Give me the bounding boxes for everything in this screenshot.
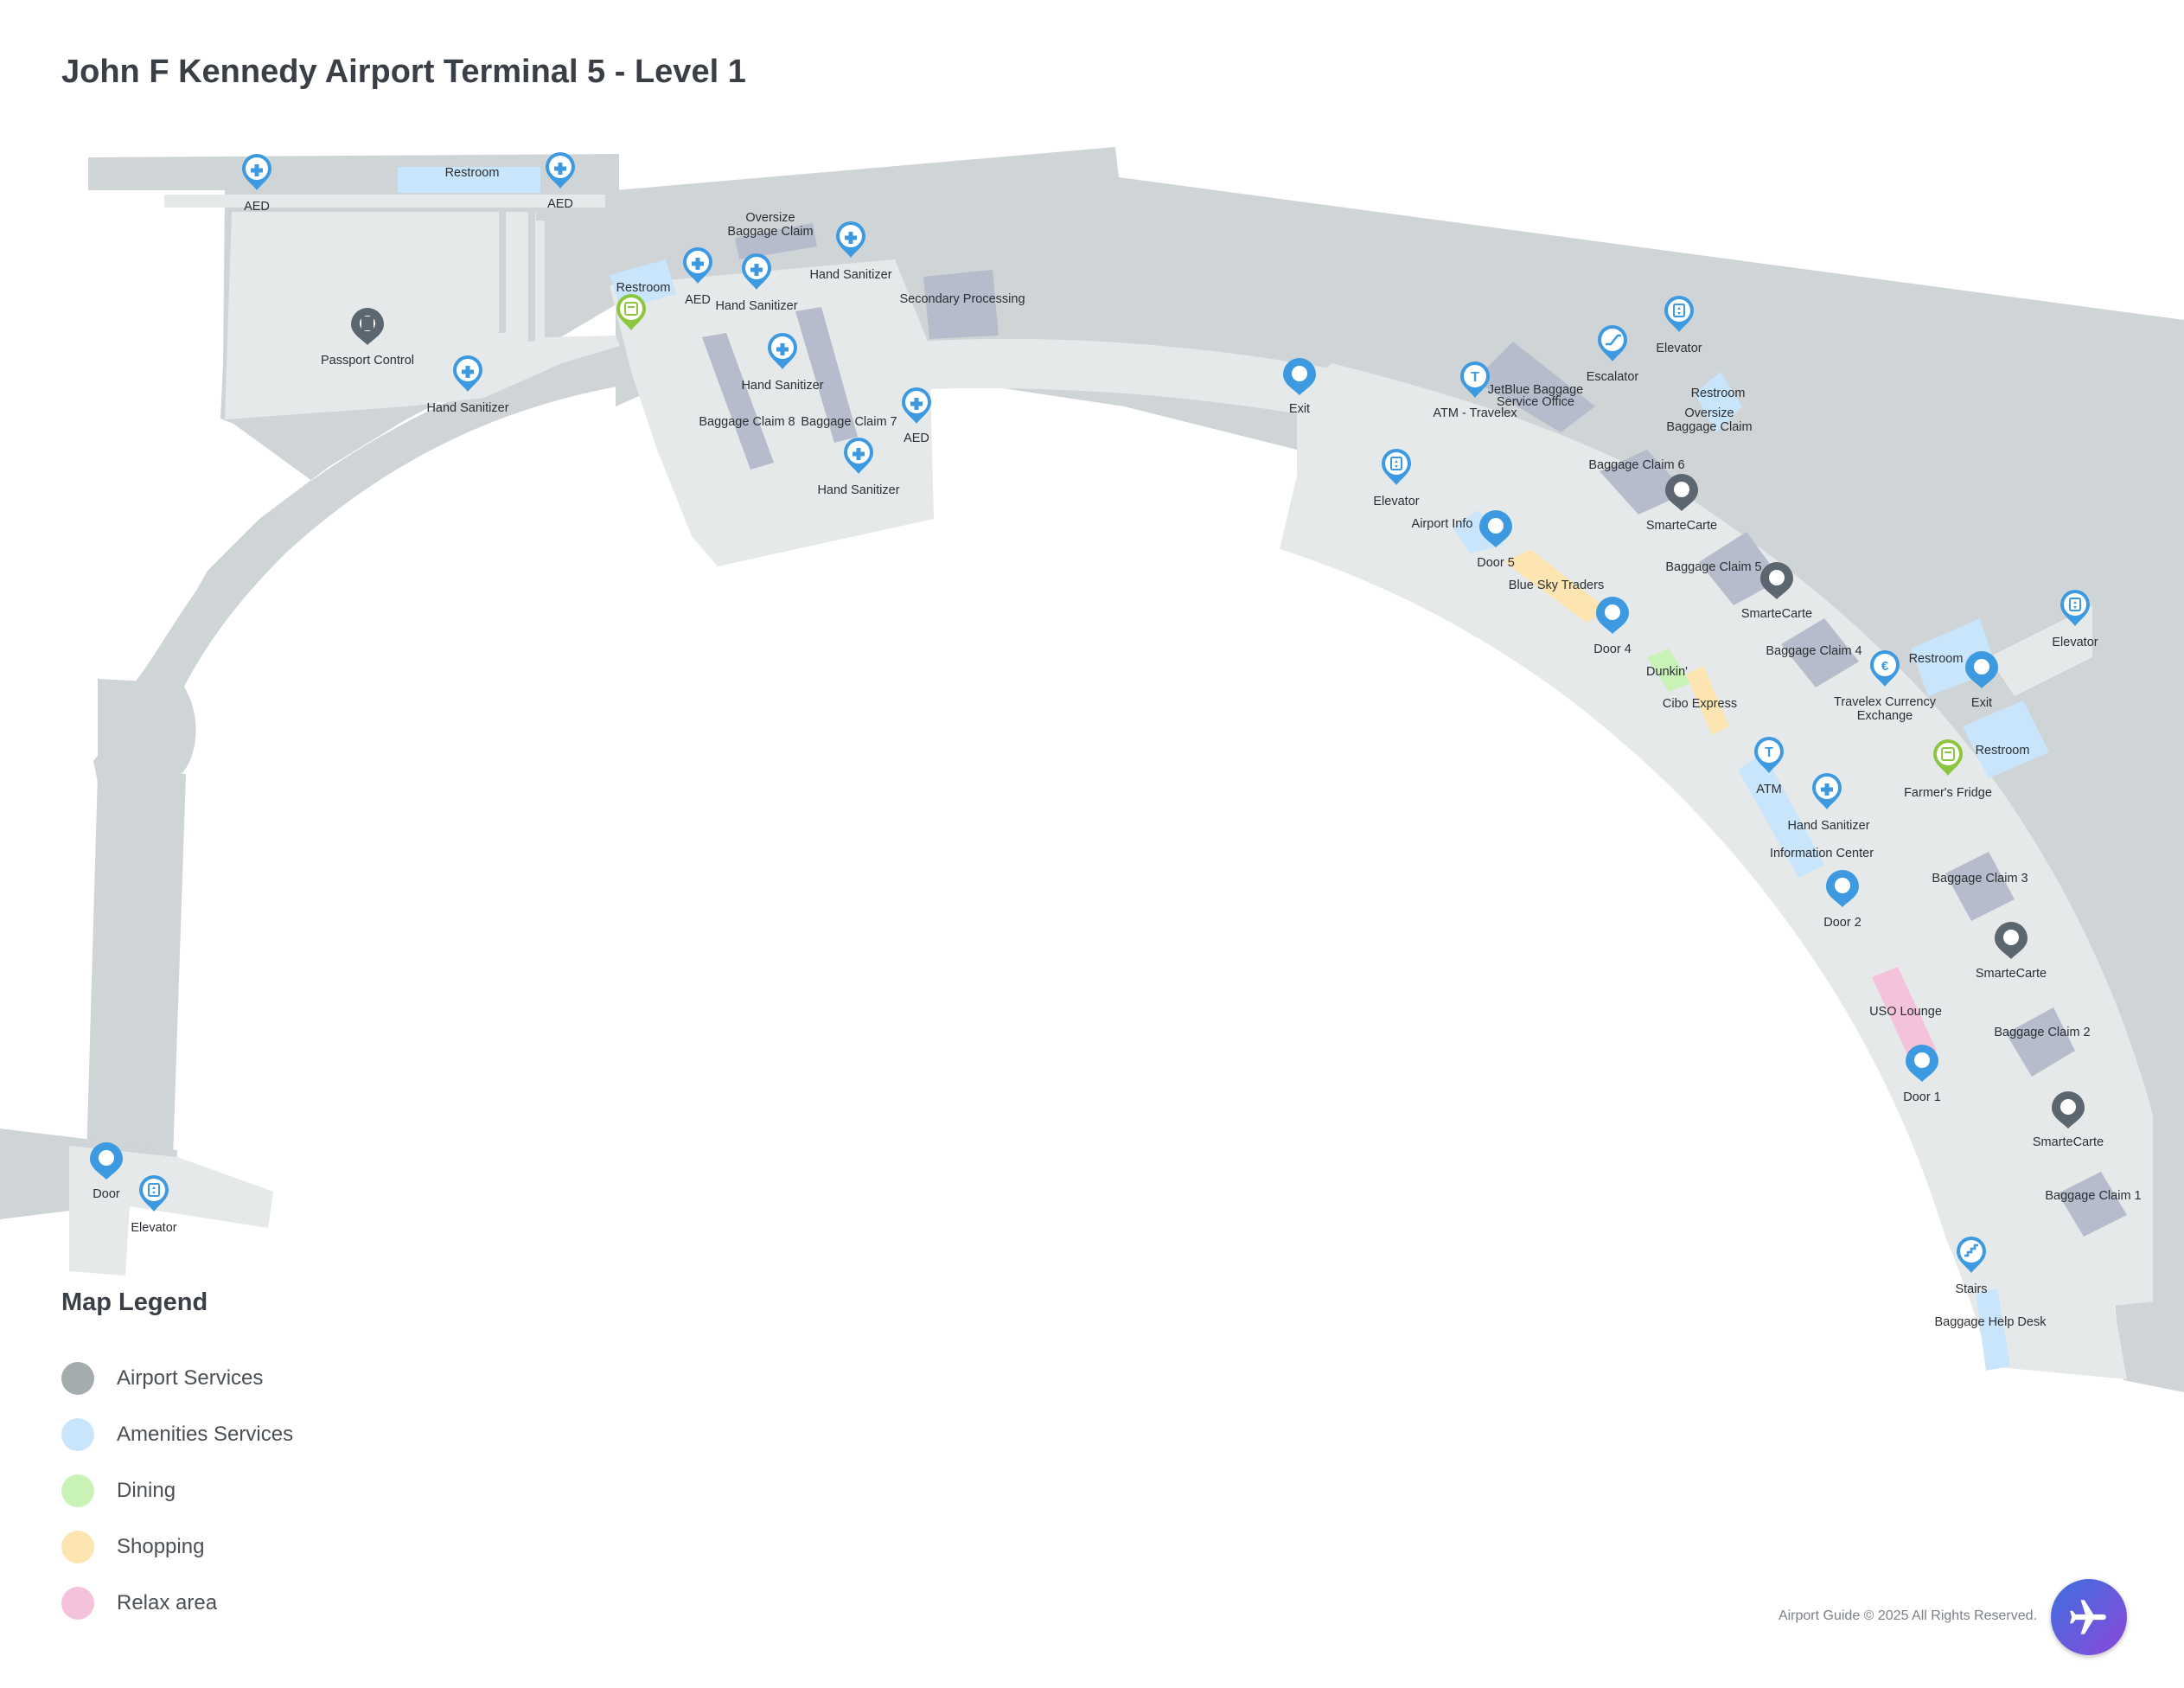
- label-smartecarte: SmarteCarte: [1646, 519, 1717, 533]
- legend-label: Airport Services: [117, 1365, 264, 1390]
- label-restroom: Restroom: [1909, 652, 1964, 666]
- label-aed: AED: [244, 200, 270, 214]
- label-cibo-express: Cibo Express: [1663, 697, 1737, 711]
- label-hand-sanitizer: Hand Sanitizer: [715, 299, 797, 313]
- legend-item-dining: Dining: [61, 1473, 293, 1508]
- legend-label: Amenities Services: [117, 1422, 294, 1446]
- atm-marker[interactable]: T: [1460, 361, 1490, 398]
- label-hand-sanitizer: Hand Sanitizer: [426, 401, 508, 415]
- label-door-2: Door 2: [1823, 916, 1862, 930]
- label-hand-sanitizer: Hand Sanitizer: [741, 379, 823, 393]
- label-oversize: Oversize: [745, 211, 795, 225]
- currency-exchange-marker[interactable]: €: [1870, 650, 1900, 687]
- label-atm-travelex: ATM - Travelex: [1433, 406, 1517, 420]
- label-smartecarte: SmarteCarte: [1976, 967, 2047, 981]
- airplane-button[interactable]: [2051, 1579, 2127, 1655]
- relax-areas: [1872, 967, 1937, 1062]
- escalator-marker[interactable]: [1598, 325, 1627, 361]
- svg-text:T: T: [1765, 745, 1773, 760]
- label-hand-sanitizer: Hand Sanitizer: [817, 483, 899, 497]
- label-aed: AED: [547, 197, 573, 211]
- legend-swatch-shopping: [61, 1530, 94, 1563]
- label-baggage-claim-5: Baggage Claim 5: [1665, 560, 1761, 574]
- label-restroom: Restroom: [445, 166, 500, 180]
- legend-title: Map Legend: [61, 1288, 208, 1316]
- label-baggage-claim-7: Baggage Claim 7: [801, 415, 897, 429]
- label-oversize: Oversize: [1684, 406, 1734, 420]
- label-door-5: Door 5: [1477, 556, 1515, 570]
- label-hand-sanitizer: Hand Sanitizer: [1787, 819, 1869, 833]
- label-elevator: Elevator: [2052, 636, 2098, 649]
- label-restroom: Restroom: [1976, 744, 2030, 758]
- label-atm: ATM: [1756, 783, 1782, 796]
- label-exit: Exit: [1289, 402, 1310, 416]
- label-restroom: Restroom: [1691, 387, 1746, 400]
- label-door-1: Door 1: [1903, 1090, 1941, 1104]
- copyright-footer: Airport Guide © 2025 All Rights Reserved…: [1778, 1608, 2037, 1623]
- dining-areas: [1647, 649, 1690, 692]
- stairs-marker[interactable]: [1957, 1237, 1986, 1273]
- label-elevator: Elevator: [131, 1221, 176, 1235]
- label-farmers-fridge: Farmer's Fridge: [1904, 786, 1992, 800]
- restroom-areas: [398, 167, 2049, 1371]
- label-baggage-help-desk: Baggage Help Desk: [1935, 1315, 2047, 1329]
- label-baggage-claim-2: Baggage Claim 2: [1994, 1026, 2090, 1039]
- label-baggage-claim-4: Baggage Claim 4: [1766, 644, 1862, 658]
- label-secondary-processing: Secondary Processing: [899, 292, 1025, 306]
- label-elevator: Elevator: [1656, 342, 1702, 355]
- legend-swatch-amenities-services: [61, 1417, 94, 1451]
- legend-label: Relax area: [117, 1590, 218, 1614]
- label-baggage-claim-8: Baggage Claim 8: [699, 415, 795, 429]
- label-elevator: Elevator: [1373, 495, 1419, 508]
- label-uso-lounge: USO Lounge: [1869, 1005, 1942, 1019]
- baggage-carousels: [702, 223, 2127, 1237]
- label-jetblue-baggage: JetBlue Baggage: [1488, 383, 1583, 397]
- label-travelex-exchange: Exchange: [1857, 709, 1913, 723]
- label-baggage-claim-1: Baggage Claim 1: [2045, 1189, 2141, 1203]
- label-information-center: Information Center: [1770, 847, 1874, 860]
- legend-item-shopping: Shopping: [61, 1529, 293, 1564]
- legend-item-amenities-services: Amenities Services: [61, 1416, 293, 1452]
- legend-swatch-relax-area: [61, 1586, 94, 1620]
- legend-swatch-dining: [61, 1474, 94, 1507]
- label-restroom: Restroom: [616, 281, 671, 295]
- legend-label: Dining: [117, 1478, 176, 1502]
- label-escalator: Escalator: [1587, 370, 1639, 384]
- label-baggage-claim-3: Baggage Claim 3: [1932, 872, 2028, 886]
- shopping-areas: [1504, 549, 1729, 735]
- legend-item-airport-services: Airport Services: [61, 1360, 293, 1396]
- label-travelex-currency: Travelex Currency: [1834, 695, 1937, 709]
- legend-label: Shopping: [117, 1534, 205, 1558]
- label-dunkin: Dunkin': [1646, 665, 1688, 679]
- label-airport-info: Airport Info: [1412, 517, 1473, 531]
- svg-text:T: T: [1471, 370, 1479, 385]
- label-baggage-claim-6: Baggage Claim 6: [1588, 458, 1684, 472]
- label-smartecarte: SmarteCarte: [2033, 1135, 2104, 1149]
- label-passport-control: Passport Control: [321, 354, 414, 368]
- map-legend: Map Legend Airport Services Amenities Se…: [61, 1288, 293, 1641]
- label-oversize-baggage-claim: Baggage Claim: [727, 225, 813, 239]
- label-blue-sky-traders: Blue Sky Traders: [1509, 579, 1604, 592]
- label-door: Door: [93, 1187, 120, 1201]
- label-stairs: Stairs: [1955, 1282, 1987, 1296]
- label-aed: AED: [685, 293, 711, 307]
- legend-swatch-airport-services: [61, 1361, 94, 1395]
- label-hand-sanitizer: Hand Sanitizer: [809, 268, 891, 282]
- floor-areas: [69, 195, 2153, 1379]
- label-jetblue-service-office: Service Office: [1497, 395, 1574, 409]
- label-smartecarte: SmarteCarte: [1741, 607, 1812, 621]
- atm-marker[interactable]: T: [1754, 737, 1784, 773]
- label-door-4: Door 4: [1593, 643, 1632, 656]
- map-title: John F Kennedy Airport Terminal 5 - Leve…: [61, 54, 746, 90]
- airplane-icon: [2070, 1600, 2106, 1634]
- label-aed: AED: [904, 432, 929, 445]
- map-labels: AED Restroom AED Oversize Baggage Claim …: [93, 166, 2141, 1329]
- legend-item-relax-area: Relax area: [61, 1585, 293, 1621]
- label-exit: Exit: [1971, 696, 1992, 710]
- label-oversize-baggage-claim: Baggage Claim: [1666, 420, 1752, 434]
- passport-control-marker[interactable]: [351, 308, 384, 345]
- svg-text:€: €: [1881, 659, 1889, 674]
